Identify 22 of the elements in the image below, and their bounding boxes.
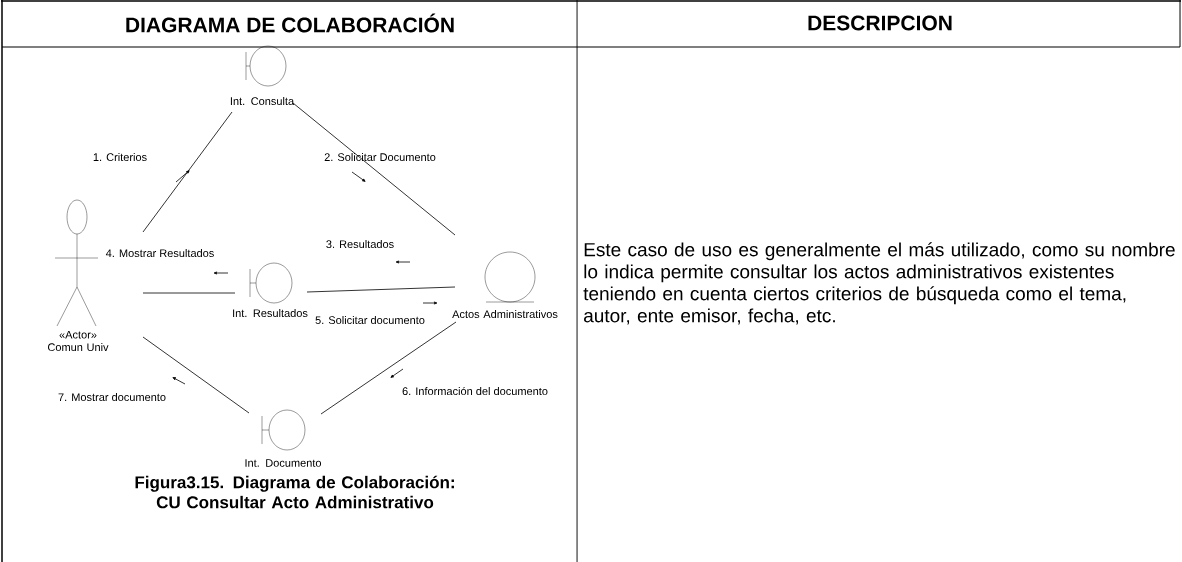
message-label: 5. Solicitar documento <box>315 315 425 325</box>
node-label: Actos Administrativos <box>452 309 558 319</box>
description-text: Este caso de uso es generalmente el más utilizado, como su nombre lo indica permite consultar los actos administrativos existentes teniendo en cuenta ciertos criterios de búsqueda como el tema, autor, ente emisor, fecha, etc. <box>583 242 1175 325</box>
link-line <box>142 111 233 233</box>
message-label: 3. Resultados <box>326 239 394 249</box>
message-label: 2. Solicitar Documento <box>324 152 436 162</box>
message-label: 1. Criterios <box>93 152 147 162</box>
link-line <box>142 292 236 294</box>
column-header: DESCRIPCION <box>808 15 952 31</box>
message-label: 4. Mostrar Resultados <box>105 248 214 258</box>
link-line <box>306 286 456 293</box>
node-label: Int. Resultados <box>233 308 308 318</box>
column-header: DIAGRAMA DE COLABORACIÓN <box>126 13 454 33</box>
node-label: Int. Documento <box>245 459 322 467</box>
message-label: 6. Información del documento <box>402 386 548 396</box>
link-line <box>292 102 456 236</box>
message-label: 7. Mostrar documento <box>58 392 166 402</box>
node-label: «Actor» Comun Univ <box>48 330 109 352</box>
node-label: Int. Consulta <box>230 96 295 106</box>
figure-caption: Figura3.15. Diagrama de Colaboración: CU Consultar Acto Administrativo <box>135 475 454 509</box>
link-line <box>320 321 457 415</box>
link-line <box>142 336 250 414</box>
